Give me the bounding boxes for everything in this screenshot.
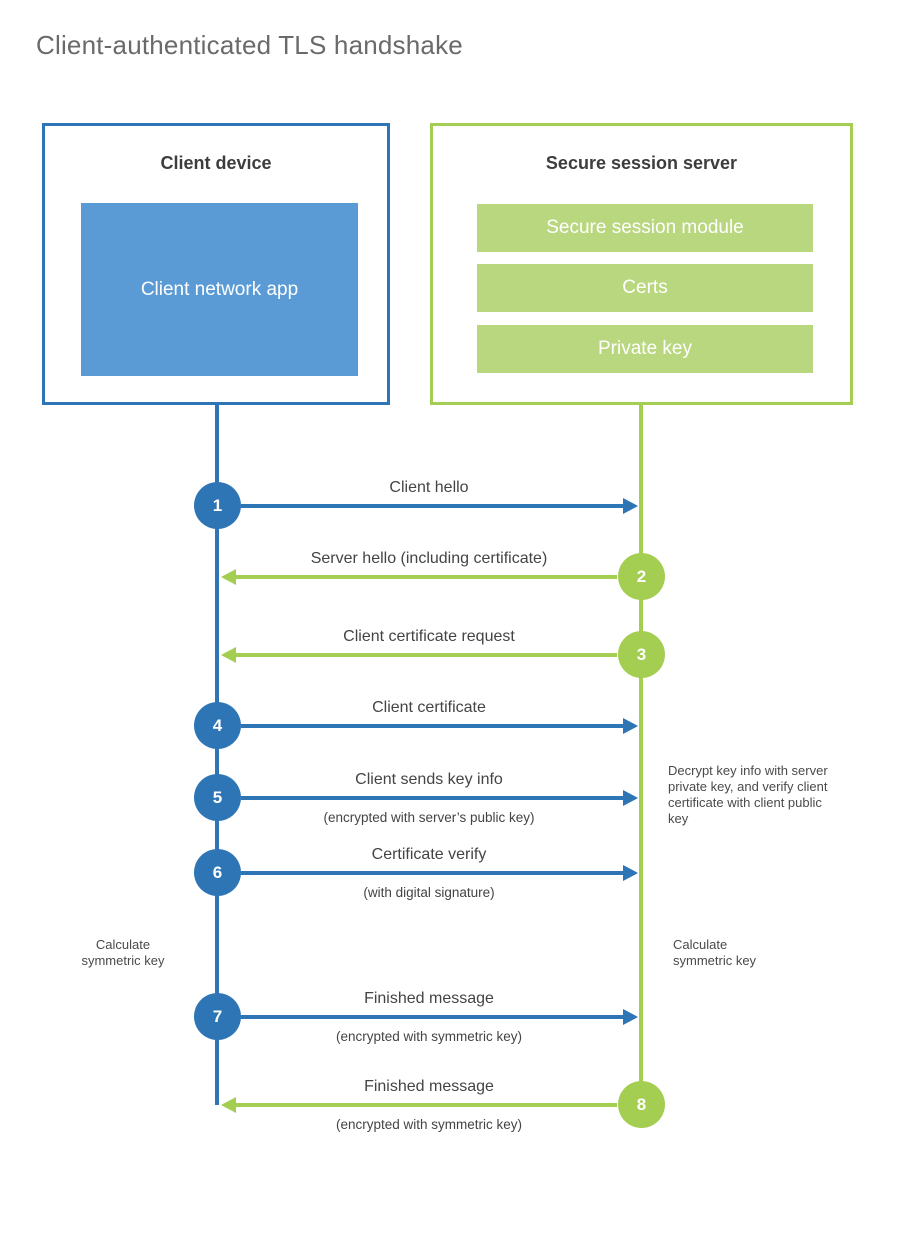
step-4-arrow [241, 718, 638, 734]
step-7-arrow [241, 1009, 638, 1025]
step-6-sublabel: (with digital signature) [363, 885, 495, 900]
step-8-arrow [221, 1097, 617, 1113]
note-calc-symmetric-key-client: Calculate symmetric key [81, 937, 165, 968]
step-2-badge: 2 [618, 553, 665, 600]
step-8-sublabel: (encrypted with symmetric key) [335, 1117, 523, 1132]
step-8-label: Finished message [364, 1078, 494, 1095]
step-3-badge: 3 [618, 631, 665, 678]
server-module-bar: Secure session module [477, 204, 813, 252]
client-device-title: Client device [160, 153, 272, 173]
step-3-arrow [221, 647, 617, 663]
step-4-badge: 4 [194, 702, 241, 749]
client-device-box: Client device Client network app [42, 123, 390, 405]
step-7-badge: 7 [194, 993, 241, 1040]
step-6-label: Certificate verify [371, 846, 487, 863]
step-5-badge: 5 [194, 774, 241, 821]
client-network-app-box: Client network app [81, 203, 358, 376]
step-2-label: Server hello (including certificate) [310, 550, 548, 567]
step-2-arrow [221, 569, 617, 585]
step-1-label: Client hello [389, 479, 469, 496]
step-5-sublabel: (encrypted with server’s public key) [323, 810, 535, 825]
server-box: Secure session server Secure session mod… [430, 123, 853, 405]
server-title: Secure session server [545, 153, 738, 173]
step-7-label: Finished message [364, 990, 494, 1007]
page-title: Client-authenticated TLS handshake [36, 30, 463, 60]
step-4-label: Client certificate [372, 699, 486, 716]
step-6-arrow [241, 865, 638, 881]
note-decrypt-key-info: Decrypt key info with server private key… [668, 763, 828, 826]
client-network-app-label: Client network app [140, 278, 299, 300]
step-5-arrow [241, 790, 638, 806]
step-1-badge: 1 [194, 482, 241, 529]
step-5-label: Client sends key info [355, 771, 503, 788]
step-8-badge: 8 [618, 1081, 665, 1128]
step-3-label: Client certificate request [343, 628, 515, 645]
step-7-sublabel: (encrypted with symmetric key) [335, 1029, 523, 1044]
server-lifeline [639, 405, 643, 1105]
server-module-bar: Certs [477, 264, 813, 312]
note-calc-symmetric-key-server: Calculate symmetric key [673, 937, 757, 968]
server-module-bar: Private key [477, 325, 813, 373]
step-6-badge: 6 [194, 849, 241, 896]
client-lifeline [215, 405, 219, 1105]
step-1-arrow [241, 498, 638, 514]
